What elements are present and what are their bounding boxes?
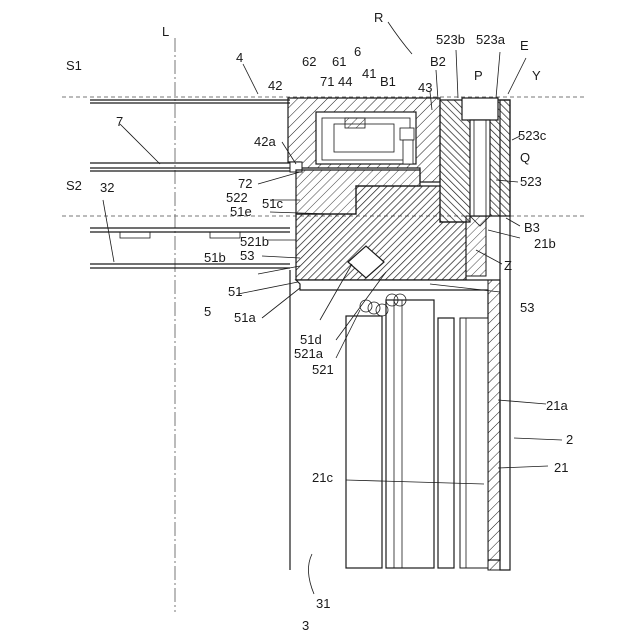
label-21b: 21b xyxy=(534,236,556,251)
label-2: 2 xyxy=(566,432,573,447)
label-41: 41 xyxy=(362,66,376,81)
door-leaf-3 xyxy=(290,270,488,570)
label-3: 3 xyxy=(302,618,309,633)
label-523c: 523c xyxy=(518,128,547,143)
label-L: L xyxy=(162,24,169,39)
label-6: 6 xyxy=(354,44,361,59)
label-21a: 21a xyxy=(546,398,568,413)
label-42a: 42a xyxy=(254,134,276,149)
label-B2: B2 xyxy=(430,54,446,69)
label-521a: 521a xyxy=(294,346,324,361)
label-53b: 53 xyxy=(520,300,534,315)
label-E: E xyxy=(520,38,529,53)
label-R: R xyxy=(374,10,383,25)
label-523: 523 xyxy=(520,174,542,189)
label-B1: B1 xyxy=(380,74,396,89)
label-4: 4 xyxy=(236,50,243,65)
label-51a: 51a xyxy=(234,310,256,325)
label-51e: 51e xyxy=(230,204,252,219)
label-Z: Z xyxy=(504,258,512,273)
label-51: 51 xyxy=(228,284,242,299)
frame-21 xyxy=(488,280,500,570)
label-21: 21 xyxy=(554,460,568,475)
label-53a: 53 xyxy=(240,248,254,263)
label-5: 5 xyxy=(204,304,211,319)
label-Q: Q xyxy=(520,150,530,165)
label-62: 62 xyxy=(302,54,316,69)
inner-hollow-6 xyxy=(316,112,416,164)
label-523a: 523a xyxy=(476,32,506,47)
label-44: 44 xyxy=(338,74,352,89)
label-21c: 21c xyxy=(312,470,333,485)
label-42: 42 xyxy=(268,78,282,93)
label-Y: Y xyxy=(532,68,541,83)
label-B3: B3 xyxy=(524,220,540,235)
label-7: 7 xyxy=(116,114,123,129)
label-51b: 51b xyxy=(204,250,226,265)
label-S1: S1 xyxy=(66,58,82,73)
label-523b: 523b xyxy=(436,32,465,47)
label-72: 72 xyxy=(238,176,252,191)
label-S2: S2 xyxy=(66,178,82,193)
label-522: 522 xyxy=(226,190,248,205)
label-521b: 521b xyxy=(240,234,269,249)
label-521: 521 xyxy=(312,362,334,377)
label-61: 61 xyxy=(332,54,346,69)
label-71: 71 xyxy=(320,74,334,89)
label-51d: 51d xyxy=(300,332,322,347)
label-51c: 51c xyxy=(262,196,283,211)
label-31: 31 xyxy=(316,596,330,611)
label-32: 32 xyxy=(100,180,114,195)
label-P: P xyxy=(474,68,483,83)
label-43: 43 xyxy=(418,80,432,95)
screw-z xyxy=(466,216,486,276)
